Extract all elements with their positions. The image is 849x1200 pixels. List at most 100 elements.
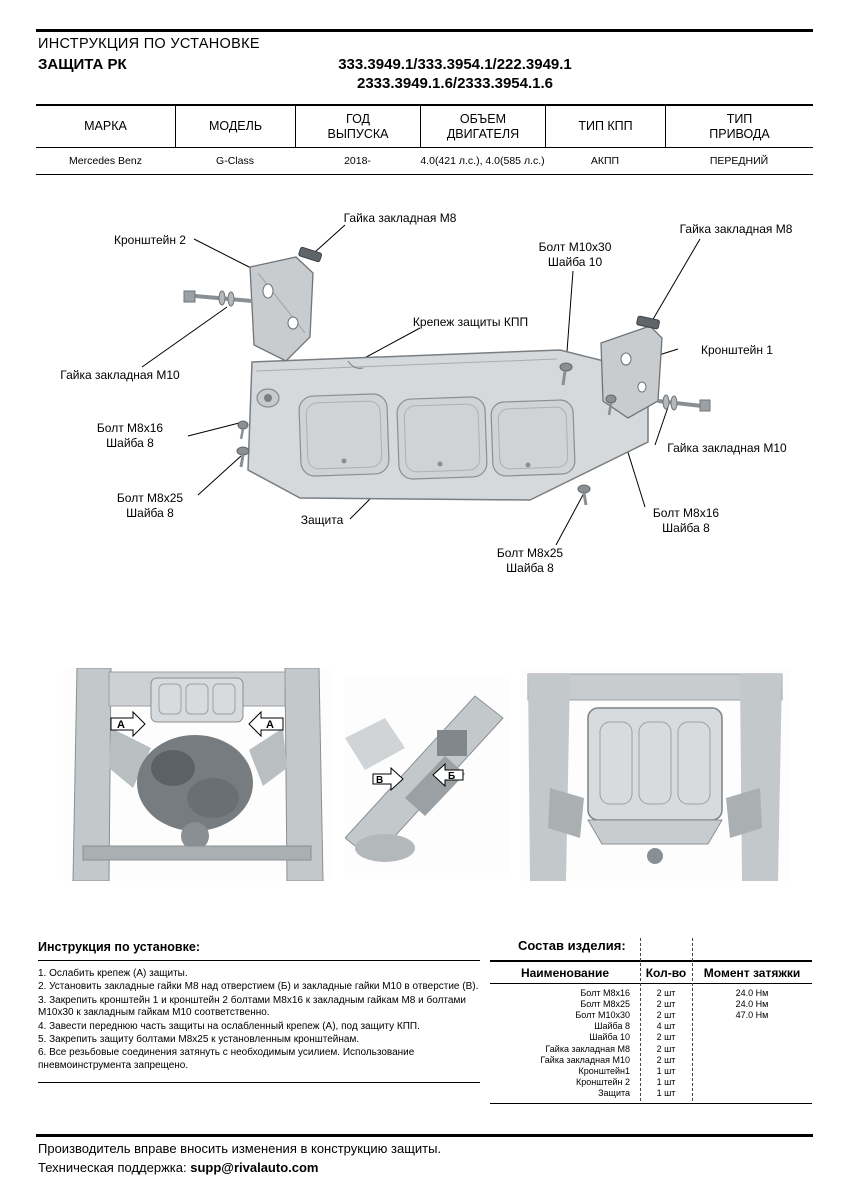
label-bolt-m8x16-right: Болт М8х16 Шайба 8 [652,506,720,535]
footer-support-email: supp@rivalauto.com [190,1160,319,1175]
part-name: Кронштейн 2 [576,1077,630,1088]
instruction-step: 3. Закрепить кронштейн 1 и кронштейн 2 б… [38,994,466,1019]
part-name: Защита [598,1088,630,1099]
label-bolt-m8x16-left: Болт М8х16 Шайба 8 [96,421,164,450]
parts-row: Шайба 10 2 шт [490,1032,812,1043]
spec-header-year: ГОД ВЫПУСКА [295,106,420,147]
label-shield: Защита [300,513,344,527]
installation-instructions: Инструкция по установке: 1. Ослабить кре… [38,940,480,1084]
bolt-m8x25-left-shape [236,446,250,468]
spec-value-year: 2018- [344,155,371,167]
part-numbers-line1: 333.3949.1/333.3954.1/222.3949.1 [338,56,572,73]
top-rule [36,29,813,32]
label-slot-nut-m10-left: Гайка закладная М10 [60,368,180,382]
spec-value-model: G-Class [216,155,254,167]
slot-nut-m8-right-shape [636,315,660,330]
parts-header-name: Наименование [520,965,610,980]
photo-installed-shield-drawing [520,668,790,881]
parts-row: Гайка закладная М8 2 шт [490,1043,812,1054]
bracket-2-shape [249,256,314,362]
label-bolt-m8x25-left: Болт М8х25 Шайба 8 [116,491,184,520]
spec-table: МАРКА МОДЕЛЬ ГОД ВЫПУСКА ОБЪЕМ ДВИГАТЕЛЯ… [36,104,813,175]
bolt-m8x25-bottom-shape [577,484,591,506]
spec-header-engine: ОБЪЕМ ДВИГАТЕЛЯ [420,106,545,147]
diagram-drawing [141,224,711,546]
bolt-m8x16-left-shape [237,420,249,440]
bolt-m10-left-shape [183,290,253,307]
part-name: Болт М10х30 [575,1009,630,1020]
shield-plate-shape [247,349,649,501]
label-slot-nut-m8-right: Гайка закладная М8 [679,222,793,236]
spec-header-brand: МАРКА [84,119,127,133]
label-a-left: А [117,719,125,731]
part-name: Кронштейн1 [578,1065,630,1076]
part-qty: 2 шт [656,1032,676,1043]
part-name: Болт М8х25 [580,998,630,1009]
parts-title: Состав изделия: [518,938,626,953]
part-qty: 2 шт [656,1009,676,1020]
instruction-step: 2. Установить закладные гайки М8 над отв… [38,981,479,993]
instruction-step: 6. Все резьбовые соединения затянуть с н… [38,1047,415,1071]
spec-table-row: Mercedes Benz G-Class 2018- 4.0(421 л.с.… [36,148,813,175]
page-title: ИНСТРУКЦИЯ ПО УСТАНОВКЕ [38,36,260,52]
parts-row: Шайба 8 4 шт [490,1021,812,1032]
parts-divider-2 [692,938,693,1101]
parts-list: Состав изделия: Наименование Кол-во Моме… [490,938,812,1104]
part-qty: 2 шт [656,998,676,1009]
parts-header-torque: Момент затяжки [703,965,801,980]
label-slot-nut-m8-top: Гайка закладная М8 [343,211,457,225]
label-bolt-m10x30: Болт М10х30 Шайба 10 [538,240,612,269]
parts-row: Кронштейн1 1 шт [490,1065,812,1076]
part-torque: 47.0 Нм [735,1009,769,1020]
label-bracket-2: Кронштейн 2 [114,233,186,247]
footer-support: Техническая поддержка: supp@rivalauto.co… [38,1160,318,1175]
label-bracket-1: Кронштейн 1 [701,343,773,357]
part-qty: 1 шт [656,1088,676,1099]
parts-row: Кронштейн 2 1 шт [490,1077,812,1088]
parts-divider-1 [640,938,641,1101]
part-qty: 2 шт [656,1054,676,1065]
arrow-a-right: А [248,710,284,738]
part-qty: 1 шт [656,1077,676,1088]
label-b: Б [448,771,455,782]
parts-header: Наименование Кол-во Момент затяжки [490,962,812,984]
photo-underbody-front-drawing: А А [63,667,331,882]
part-numbers: 333.3949.1/333.3954.1/222.3949.1 2333.39… [255,55,655,93]
photo-underbody-front: А А [63,667,331,886]
instruction-step: 1. Ослабить крепеж (А) защиты. [38,968,188,979]
instructions-title: Инструкция по установке: [38,940,480,961]
instruction-step: 5. Закрепить защиту болтами М8х25 к уста… [38,1034,360,1046]
photo-installed-shield [520,668,790,886]
footer-support-label: Техническая поддержка: [38,1160,187,1175]
spec-header-gearbox: ТИП КПП [545,106,665,147]
part-torque: 24.0 Нм [735,987,769,998]
photo-mount-points-drawing: В Б [344,678,510,873]
part-qty: 1 шт [656,1065,676,1076]
part-qty: 4 шт [656,1021,676,1032]
arrow-v: В [372,766,404,792]
part-torque: 24.0 Нм [735,998,769,1009]
part-name: Шайба 8 [594,1021,630,1032]
instruction-step: 4. Завести переднюю часть защиты на осла… [38,1020,420,1032]
part-name: Шайба 10 [589,1032,630,1043]
instructions-steps: 1. Ослабить крепеж (А) защиты. 2. Устано… [38,961,480,1084]
parts-header-qty: Кол-во [645,965,687,980]
label-kpp-mount: Крепеж защиты КПП [412,315,529,329]
label-a-right: А [266,719,274,731]
exploded-diagram: Гайка закладная М8 Кронштейн 2 Болт М10х… [0,195,849,615]
product-name: ЗАЩИТА РК [38,56,127,73]
arrow-a-left: А [110,710,146,738]
part-name: Гайка закладная М10 [540,1054,630,1065]
parts-rows: Болт М8х16 2 шт 24.0 Нм Болт М8х25 2 шт … [490,984,812,1104]
part-numbers-line2: 2333.3949.1.6/2333.3954.1.6 [356,75,554,92]
photo-mount-points: В Б [344,678,510,878]
parts-row: Болт М8х16 2 шт 24.0 Нм [490,987,812,998]
parts-row: Защита 1 шт [490,1088,812,1099]
arrow-b: Б [432,762,464,788]
slot-nut-m8-top-shape [298,246,322,263]
spec-header-drive: ТИП ПРИВОДА [665,106,813,147]
spec-value-engine: 4.0(421 л.с.), 4.0(585 л.с.) [420,155,545,167]
label-v: В [376,775,383,786]
bolt-m10-right-shape [657,394,711,412]
